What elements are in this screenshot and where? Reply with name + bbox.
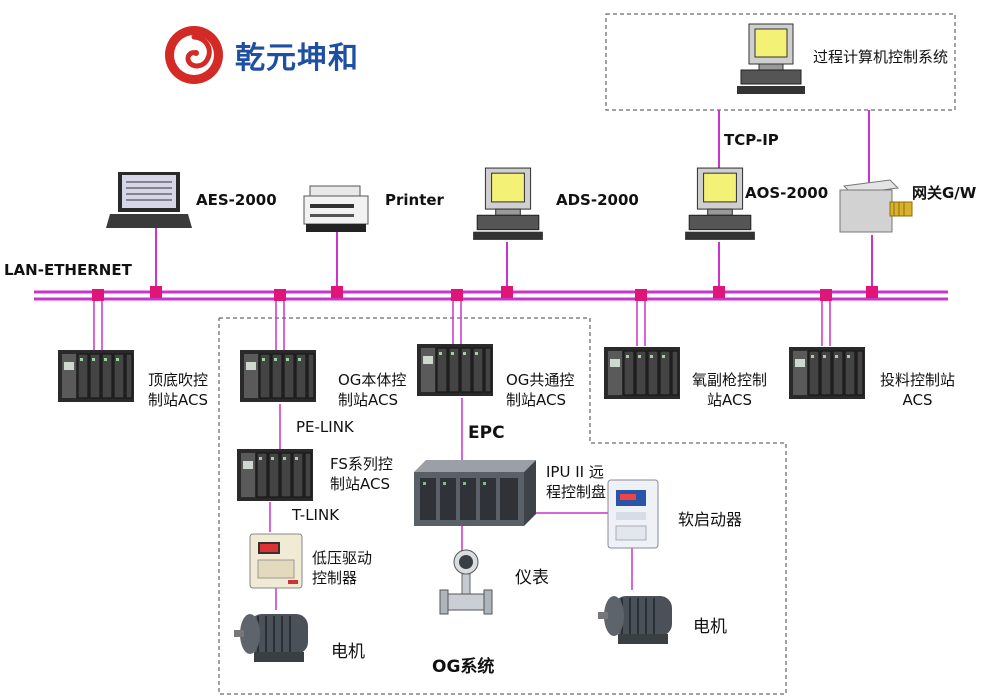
acs2-label-line2: 制站ACS	[338, 391, 398, 409]
lowvolt-label-line2: 控制器	[312, 569, 358, 587]
printer-icon	[303, 185, 369, 232]
motor-right-icon	[598, 596, 672, 644]
process-computer-icon	[737, 23, 805, 94]
bus-taps	[92, 286, 878, 301]
acs1-controller-icon	[58, 350, 134, 402]
acs2-controller-icon	[240, 350, 316, 402]
acs1-label-line2: 制站ACS	[148, 391, 208, 409]
brand-logo-icon	[165, 26, 223, 84]
gateway-label: 网关G/W	[912, 184, 977, 202]
brand-name: 乾元坤和	[235, 41, 359, 76]
acs5-label-line2: ACS	[902, 391, 933, 409]
tcpip-label: TCP-IP	[724, 131, 779, 149]
instrument-icon	[439, 549, 493, 615]
aes-label: AES-2000	[196, 191, 277, 209]
top-system-label: 过程计算机控制系统	[813, 48, 949, 66]
ipu-label: IPU II 远 程控制盘	[546, 462, 606, 502]
acs2-label-line1: OG本体控	[338, 371, 407, 389]
gateway-icon	[839, 179, 913, 233]
softstart-label: 软启动器	[678, 510, 743, 529]
acs3-controller-icon	[417, 344, 493, 396]
laptop-icon	[106, 172, 192, 228]
lan-label: LAN-ETHERNET	[4, 261, 132, 279]
brand: 乾元坤和	[163, 24, 359, 86]
aos-label: AOS-2000	[745, 184, 829, 202]
acs4-label-line1: 氧副枪控制	[692, 371, 768, 389]
motor-left-icon	[234, 614, 308, 662]
acs5-label: 投料控制站 ACS	[880, 370, 955, 410]
acs4-controller-icon	[604, 347, 680, 399]
top-system-box	[605, 13, 956, 111]
t-link-label: T-LINK	[292, 506, 340, 524]
acs1-label: 顶底吹控 制站ACS	[148, 370, 208, 410]
acs1-label-line1: 顶底吹控	[148, 371, 209, 389]
acs2-label: OG本体控 制站ACS	[338, 370, 406, 410]
printer-label: Printer	[385, 191, 444, 209]
acs3-label: OG共通控 制站ACS	[506, 370, 574, 410]
fs-label-line1: FS系列控	[330, 455, 393, 473]
acs3-label-line2: 制站ACS	[506, 391, 566, 409]
acs5-label-line1: 投料控制站	[880, 371, 956, 389]
acs4-label-line2: 站ACS	[707, 391, 752, 409]
og-system-box	[218, 317, 787, 695]
fs-label-line2: 制站ACS	[330, 475, 390, 493]
instrument-label: 仪表	[515, 568, 549, 588]
acs5-controller-icon	[789, 347, 865, 399]
ipu-panel-icon	[414, 460, 536, 526]
aos-computer-icon	[685, 167, 755, 240]
lowvolt-drive-icon	[249, 533, 303, 589]
lowvolt-label: 低压驱动 控制器	[312, 548, 372, 588]
motor-right-label: 电机	[693, 617, 727, 637]
fs-label: FS系列控 制站ACS	[330, 454, 393, 494]
softstart-icon	[607, 479, 659, 549]
ipu-label-line1: IPU II 远	[546, 463, 604, 481]
pe-link-label: PE-LINK	[296, 418, 354, 436]
ipu-label-line2: 程控制盘	[546, 483, 607, 501]
ads-label: ADS-2000	[556, 191, 639, 209]
acs4-label: 氧副枪控制 站ACS	[692, 370, 767, 410]
fs-controller-icon	[237, 449, 313, 501]
motor-left-label: 电机	[331, 642, 365, 662]
epc-label: EPC	[468, 423, 505, 443]
ads-computer-icon	[473, 167, 543, 240]
lowvolt-label-line1: 低压驱动	[312, 549, 373, 567]
og-system-label: OG系统	[432, 657, 495, 677]
acs3-label-line1: OG共通控	[506, 371, 575, 389]
